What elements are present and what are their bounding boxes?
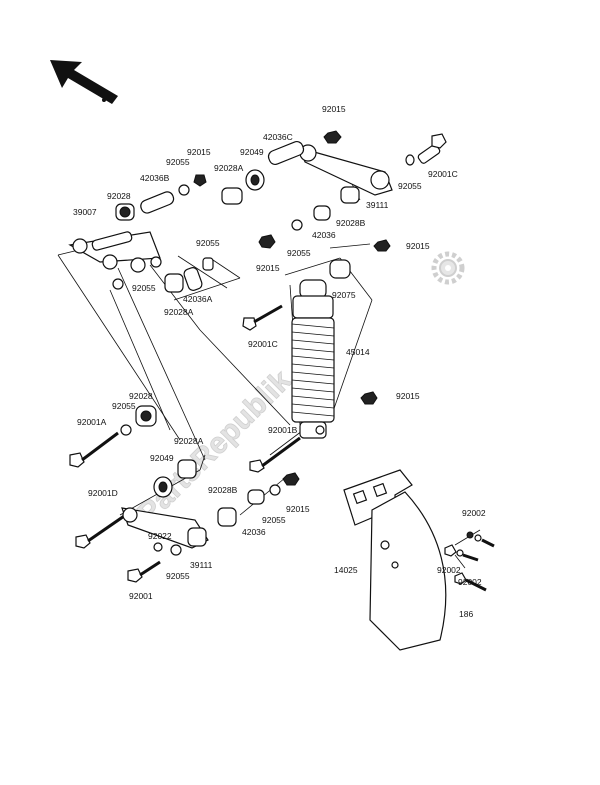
label-92001c: 92001C [248, 339, 278, 349]
label-92055: 92055 [398, 181, 422, 191]
label-186: 186 [459, 609, 473, 619]
gear-watermark-icon [431, 251, 465, 285]
label-92055: 92055 [132, 283, 156, 293]
label-92022: 92022 [148, 531, 172, 541]
label-92002: 92002 [437, 565, 461, 575]
label-92001: 92001 [129, 591, 153, 601]
label-92001b: 92001B [268, 425, 298, 435]
label-42036c: 42036C [263, 132, 293, 142]
label-92055: 92055 [287, 248, 311, 258]
label-92002: 92002 [458, 577, 482, 587]
rocker-39111-upper [299, 144, 393, 196]
label-92028a: 92028A [164, 307, 194, 317]
label-92049: 92049 [240, 147, 264, 157]
label-92015: 92015 [256, 263, 280, 273]
upper-hardware [112, 130, 447, 331]
label-92055: 92055 [112, 401, 136, 411]
label-42036a: 42036A [183, 294, 213, 304]
label-92028b: 92028B [208, 485, 238, 495]
label-92015: 92015 [396, 391, 420, 401]
label-39007: 39007 [73, 207, 97, 217]
nut-92015-right [360, 391, 378, 405]
part-labels: 92015 42036C 92049 92015 92055 92028A 42… [73, 104, 486, 619]
label-92001d: 92001D [88, 488, 118, 498]
label-92001a: 92001A [77, 417, 107, 427]
label-42036: 42036 [312, 230, 336, 240]
label-92028a: 92028A [214, 163, 244, 173]
label-92049: 92049 [150, 453, 174, 463]
label-42036: 42036 [242, 527, 266, 537]
mudguard-14025 [343, 469, 495, 651]
label-92055: 92055 [166, 571, 190, 581]
label-92028b: 92028B [336, 218, 366, 228]
watermark: PartsRepublik [132, 364, 298, 530]
label-92015: 92015 [187, 147, 211, 157]
label-92055: 92055 [262, 515, 286, 525]
tie-rod-39007 [68, 231, 162, 273]
label-92055: 92055 [166, 157, 190, 167]
label-39111: 39111 [190, 560, 213, 570]
shock-absorber-45014 [291, 279, 335, 439]
label-92001c: 92001C [428, 169, 458, 179]
label-92028a: 92028A [174, 436, 204, 446]
label-92028: 92028 [129, 391, 153, 401]
label-92075: 92075 [332, 290, 356, 300]
label-45014: 45014 [346, 347, 370, 357]
label-92015: 92015 [286, 504, 310, 514]
label-92015: 92015 [322, 104, 346, 114]
label-92028: 92028 [107, 191, 131, 201]
lower-hardware [69, 405, 301, 583]
label-42036b: 42036B [140, 173, 170, 183]
label-92055: 92055 [196, 238, 220, 248]
label-39111: 39111 [366, 200, 389, 210]
label-92002: 92002 [462, 508, 486, 518]
label-14025: 14025 [334, 565, 358, 575]
direction-arrow-icon [50, 60, 118, 104]
label-92015: 92015 [406, 241, 430, 251]
